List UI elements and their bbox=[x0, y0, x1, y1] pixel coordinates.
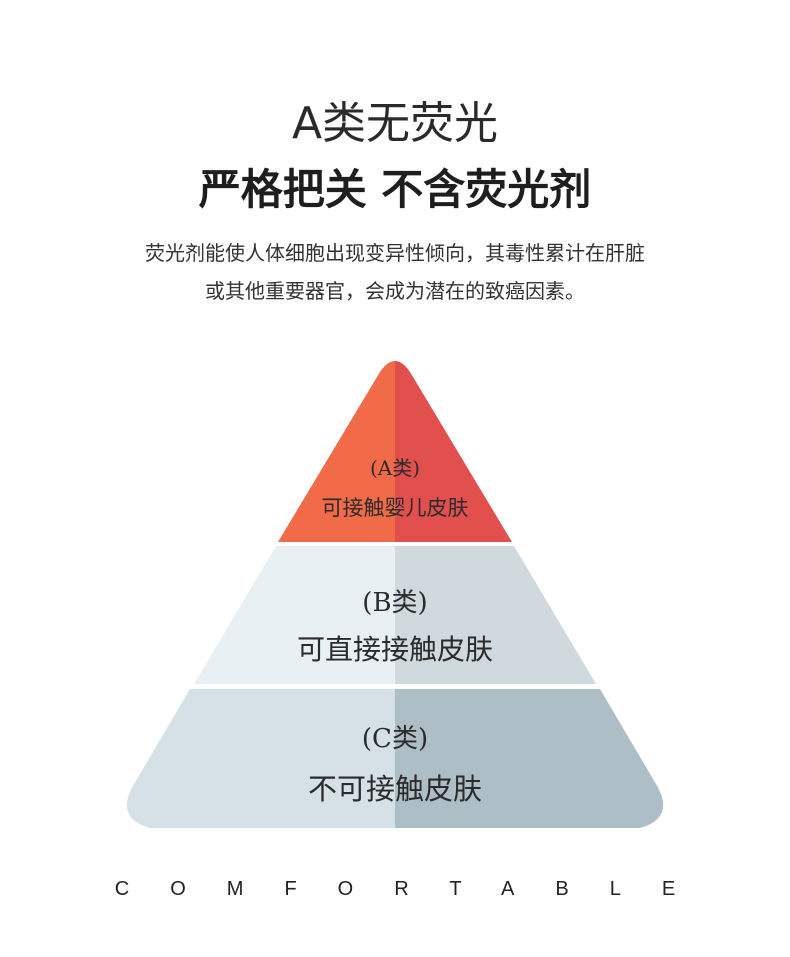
pyramid-tier-c bbox=[126, 689, 664, 828]
tier-b-class-label: (B类) bbox=[362, 588, 428, 618]
tier-c-class-label: (C类) bbox=[361, 724, 429, 754]
tier-c-description: 不可接触皮肤 bbox=[307, 772, 482, 806]
page-subtitle: 严格把关 不含荧光剂 bbox=[198, 165, 592, 214]
tier-b-description: 可直接接触皮肤 bbox=[296, 633, 493, 666]
description-line-1: 荧光剂能使人体细胞出现变异性倾向，其毒性累计在肝脏 bbox=[145, 241, 645, 265]
description-line-2: 或其他重要器官，会成为潜在的致癌因素。 bbox=[205, 279, 585, 303]
page-title: A类无荧光 bbox=[291, 98, 499, 149]
footer-tagline: COMFORTABLE bbox=[114, 878, 717, 900]
tier-a-class-label: (A类) bbox=[369, 456, 421, 480]
tier-a-description: 可接触婴儿皮肤 bbox=[321, 496, 469, 520]
pyramid-tier-b bbox=[194, 546, 596, 684]
pyramid-tier-a bbox=[278, 361, 512, 542]
